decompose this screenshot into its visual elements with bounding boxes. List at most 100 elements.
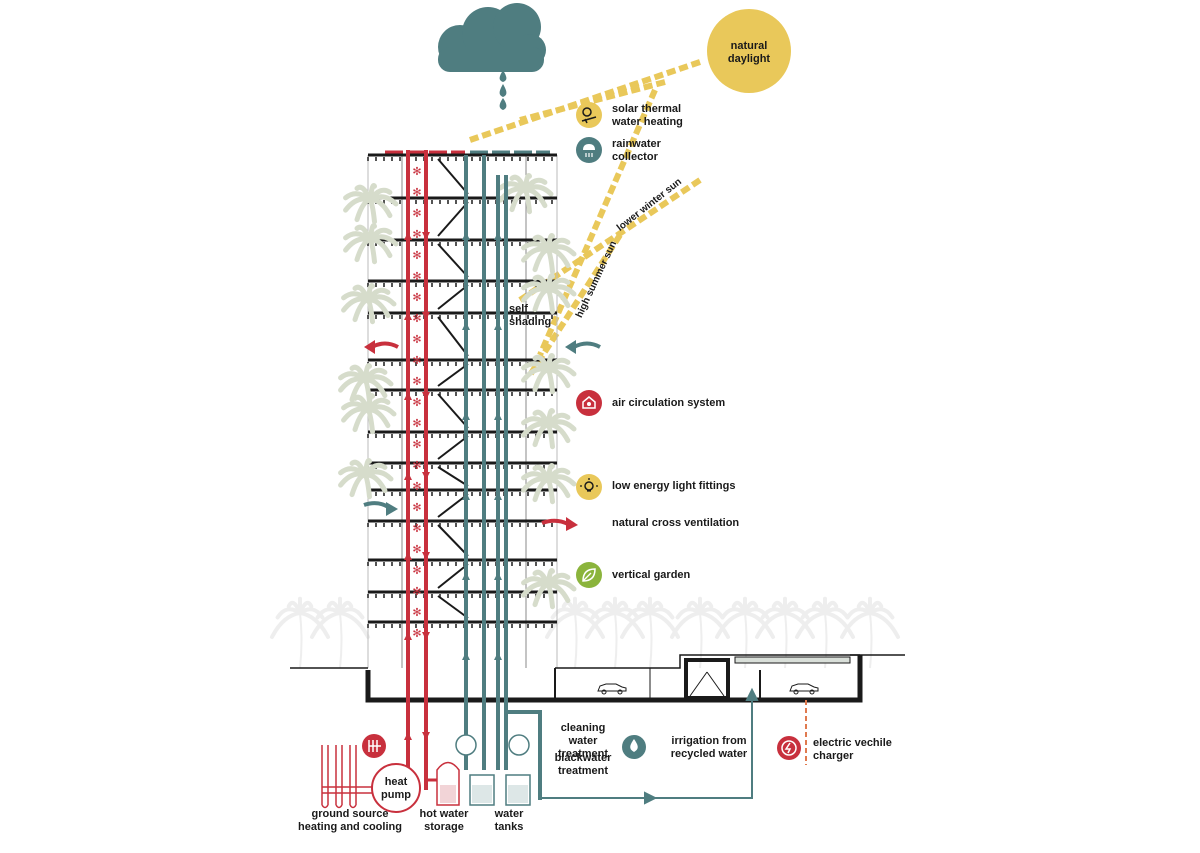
flow-arrow bbox=[422, 392, 430, 400]
flow-arrow bbox=[494, 492, 502, 500]
irrigation-label: irrigation from recycled water bbox=[670, 735, 748, 760]
flow-arrow bbox=[404, 632, 412, 640]
intake-arrow-right bbox=[573, 341, 601, 349]
heat-pump bbox=[371, 763, 421, 813]
flow-arrow bbox=[404, 472, 412, 480]
palm-tree bbox=[670, 596, 730, 669]
stair-flight bbox=[437, 393, 469, 429]
fan-unit-icon: ✻ bbox=[412, 543, 421, 556]
stair-flight bbox=[437, 284, 469, 310]
stair-flight bbox=[437, 316, 469, 357]
vertical-garden-plant bbox=[341, 283, 397, 325]
ev-charger-label: electric vechile charger bbox=[813, 737, 892, 762]
rain-cloud-icon bbox=[438, 3, 546, 110]
daylight-ray-lower bbox=[519, 79, 666, 123]
treatment-filters bbox=[455, 734, 530, 756]
rainwater-down-pipe bbox=[504, 700, 542, 800]
flow-arrow bbox=[494, 232, 502, 240]
vertical-garden-plant bbox=[498, 173, 554, 215]
vertical-garden-plant bbox=[343, 183, 399, 225]
heat-pump-label: heat pump bbox=[381, 776, 411, 801]
hot-water-storage-label: hot water storage bbox=[419, 808, 469, 833]
feature-label-cross-ventilation: natural cross ventilation bbox=[612, 517, 740, 529]
palm-tree bbox=[840, 596, 900, 669]
sun-rays bbox=[469, 59, 702, 377]
leaf-icon bbox=[576, 562, 602, 588]
flow-arrow bbox=[494, 322, 502, 330]
flow-arrow bbox=[422, 632, 430, 640]
palm-tree bbox=[585, 596, 645, 669]
stair-flight bbox=[437, 563, 469, 589]
flow-arrow bbox=[462, 322, 470, 330]
vertical-garden-plant bbox=[338, 458, 394, 500]
stair-flight bbox=[437, 595, 469, 619]
flow-arrow bbox=[462, 572, 470, 580]
flow-arrow bbox=[404, 732, 412, 740]
flow-arrow bbox=[404, 232, 412, 240]
flow-arrow bbox=[404, 552, 412, 560]
service-pipes: ✻✻✻✻✻✻✻✻✻✻✻✻✻✻✻✻✻✻✻✻✻✻✻ bbox=[385, 150, 550, 800]
vertical-garden-plant bbox=[341, 393, 397, 435]
fan-unit-icon: ✻ bbox=[412, 270, 421, 283]
fan-unit-icon: ✻ bbox=[412, 438, 421, 451]
flow-arrow bbox=[462, 652, 470, 660]
rain-cloud-icon bbox=[576, 137, 602, 163]
flow-arrow bbox=[422, 232, 430, 240]
fan-unit-icon: ✻ bbox=[412, 522, 421, 535]
water-tanks-label: water tanks bbox=[494, 808, 524, 833]
palm-tree bbox=[310, 596, 370, 669]
ground-source-loops bbox=[321, 745, 375, 809]
feature-icons bbox=[576, 102, 602, 588]
fan-unit-icon: ✻ bbox=[412, 291, 421, 304]
stair-flight bbox=[437, 435, 469, 460]
vertical-garden-plant bbox=[338, 363, 394, 405]
flow-arrow bbox=[422, 472, 430, 480]
ev-car-icon bbox=[789, 683, 819, 695]
flow-arrow bbox=[462, 412, 470, 420]
irrigation-pipe bbox=[540, 687, 759, 805]
flow-arrow bbox=[422, 312, 430, 320]
stair-flight bbox=[437, 363, 469, 387]
exhaust-arrow-right bbox=[541, 518, 569, 526]
fan-unit-icon: ✻ bbox=[412, 333, 421, 346]
hot-water-storage-tank bbox=[436, 761, 460, 806]
summer-sun-ray-a bbox=[537, 88, 658, 357]
flow-arrow bbox=[404, 312, 412, 320]
fan-unit-icon: ✻ bbox=[412, 417, 421, 430]
tower-section bbox=[338, 153, 577, 668]
feature-label-vertical-garden: vertical garden bbox=[612, 569, 691, 581]
fan-unit-icon: ✻ bbox=[412, 186, 421, 199]
fan-unit-icon: ✻ bbox=[412, 165, 421, 178]
fan-unit-icon: ✻ bbox=[412, 396, 421, 409]
fan-unit-icon: ✻ bbox=[412, 459, 421, 472]
winter-sun-ray bbox=[518, 177, 702, 303]
ground-source-icon bbox=[362, 734, 386, 758]
house-fan-icon bbox=[576, 390, 602, 416]
ground-source-label: ground source heating and cooling bbox=[298, 808, 402, 833]
flow-arrow bbox=[494, 572, 502, 580]
fan-unit-icon: ✻ bbox=[412, 564, 421, 577]
feature-label-light-fittings: low energy light fittings bbox=[612, 480, 736, 492]
fan-unit-icon: ✻ bbox=[412, 501, 421, 514]
fan-unit-icon: ✻ bbox=[412, 228, 421, 241]
fan-unit-icon: ✻ bbox=[412, 585, 421, 598]
flow-arrow bbox=[404, 392, 412, 400]
stair-flight bbox=[437, 243, 469, 278]
ground-and-basement bbox=[290, 654, 905, 703]
stair-flight bbox=[437, 158, 469, 195]
fan-unit-icon: ✻ bbox=[412, 480, 421, 493]
ev-charger-icon bbox=[777, 736, 801, 760]
vertical-garden-plant bbox=[521, 568, 577, 610]
background-palm-trees bbox=[270, 596, 900, 669]
ventilation-arrows bbox=[363, 340, 601, 531]
vertical-garden-plant bbox=[521, 273, 577, 315]
vertical-garden-plant bbox=[521, 353, 577, 395]
stair-flight bbox=[437, 493, 469, 518]
flow-arrow bbox=[422, 732, 430, 740]
palm-tree bbox=[545, 596, 605, 669]
flow-arrow bbox=[494, 652, 502, 660]
self-shading-label: self shading bbox=[509, 303, 552, 328]
stair-flight bbox=[437, 201, 469, 237]
